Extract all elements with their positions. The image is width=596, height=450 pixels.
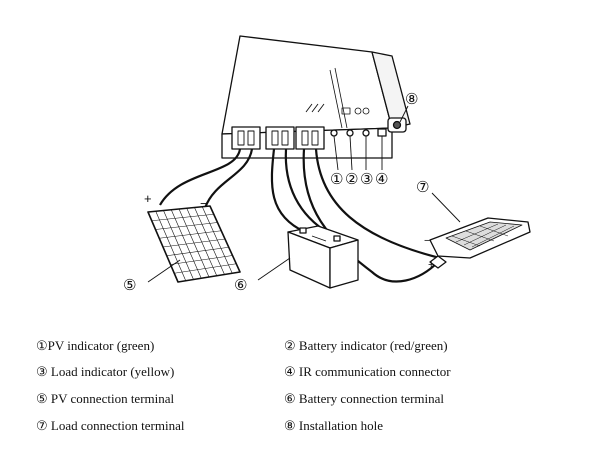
load-plus-label: + xyxy=(428,259,434,271)
callout-1: ① xyxy=(330,170,343,188)
callout-7: ⑦ xyxy=(416,178,429,196)
indicator-leaders xyxy=(333,135,383,171)
callout-4: ④ xyxy=(375,170,388,188)
legend-item-load-indicator: ③ Load indicator (yellow) xyxy=(36,364,175,379)
terminal-blocks xyxy=(231,126,325,150)
callout-3: ③ xyxy=(360,170,373,188)
legend-item-ir-connector: ④ IR communication connector xyxy=(284,364,451,379)
wiring-diagram: + − − + ① ② ③ ④ ⑤ ⑥ ⑦ ⑧ xyxy=(123,35,531,294)
load-minus-label: − xyxy=(424,235,430,247)
pv-cables xyxy=(159,148,254,209)
legend-item-battery-terminal: ⑥ Battery connection terminal xyxy=(284,391,445,406)
callout-5: ⑤ xyxy=(123,276,136,294)
legend-item-pv-indicator: ①PV indicator (green) xyxy=(36,338,155,353)
callout-leaders xyxy=(147,105,461,283)
legend-item-installation-hole: ⑧ Installation hole xyxy=(284,418,384,433)
callout-2: ② xyxy=(345,170,358,188)
pv-minus-label: − xyxy=(200,196,208,211)
legend-item-pv-terminal: ⑤ PV connection terminal xyxy=(36,391,175,406)
load-cables xyxy=(302,148,441,283)
callout-6: ⑥ xyxy=(234,276,247,294)
battery xyxy=(287,225,359,289)
callout-8: ⑧ xyxy=(405,90,418,108)
solar-panel xyxy=(147,205,241,283)
pv-plus-label: + xyxy=(144,191,152,206)
legend-item-load-terminal: ⑦ Load connection terminal xyxy=(36,418,185,433)
legend-item-battery-indicator: ② Battery indicator (red/green) xyxy=(284,338,448,353)
led-street-lamp xyxy=(429,217,531,269)
